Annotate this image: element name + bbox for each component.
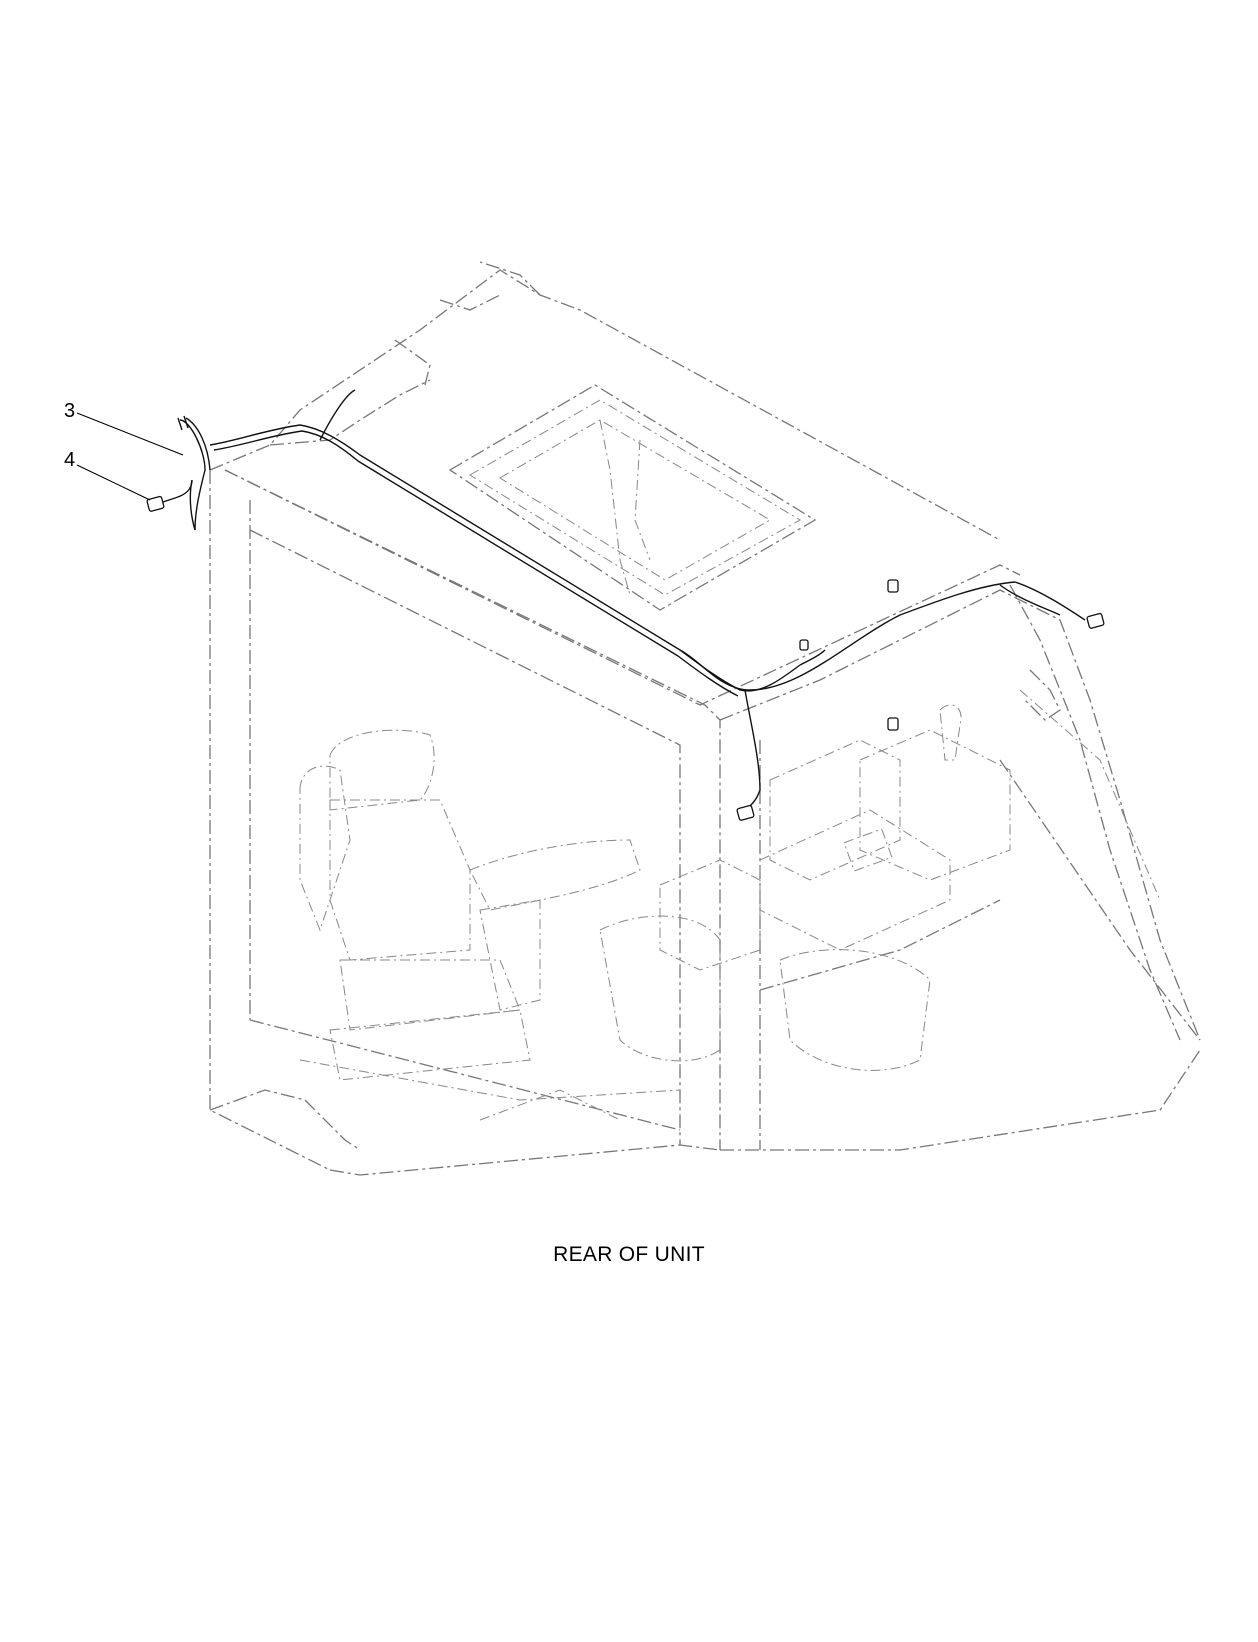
connector-plugs bbox=[146, 415, 1105, 821]
cab-floor-outline bbox=[299, 1059, 721, 1176]
connector-console bbox=[736, 804, 755, 821]
control-console bbox=[599, 704, 1011, 1071]
clip-roof bbox=[799, 579, 899, 731]
wire-harness bbox=[179, 389, 1086, 813]
view-caption: REAR OF UNIT bbox=[553, 1243, 705, 1266]
terminal-ends bbox=[177, 415, 189, 431]
operator-seat bbox=[299, 729, 641, 1081]
leader-3 bbox=[76, 412, 184, 456]
cab-side-frame bbox=[719, 584, 1201, 1151]
callout-3-label: 3 bbox=[64, 400, 76, 422]
connector-right bbox=[1086, 612, 1105, 629]
roof-hatch-outline bbox=[448, 384, 817, 611]
connector-left bbox=[146, 479, 193, 512]
cab-rear-frame bbox=[209, 469, 721, 1171]
leader-lines bbox=[76, 412, 184, 501]
leader-4 bbox=[76, 464, 151, 501]
callout-4-label: 4 bbox=[64, 449, 76, 471]
cab-roof-outline bbox=[209, 261, 1021, 706]
